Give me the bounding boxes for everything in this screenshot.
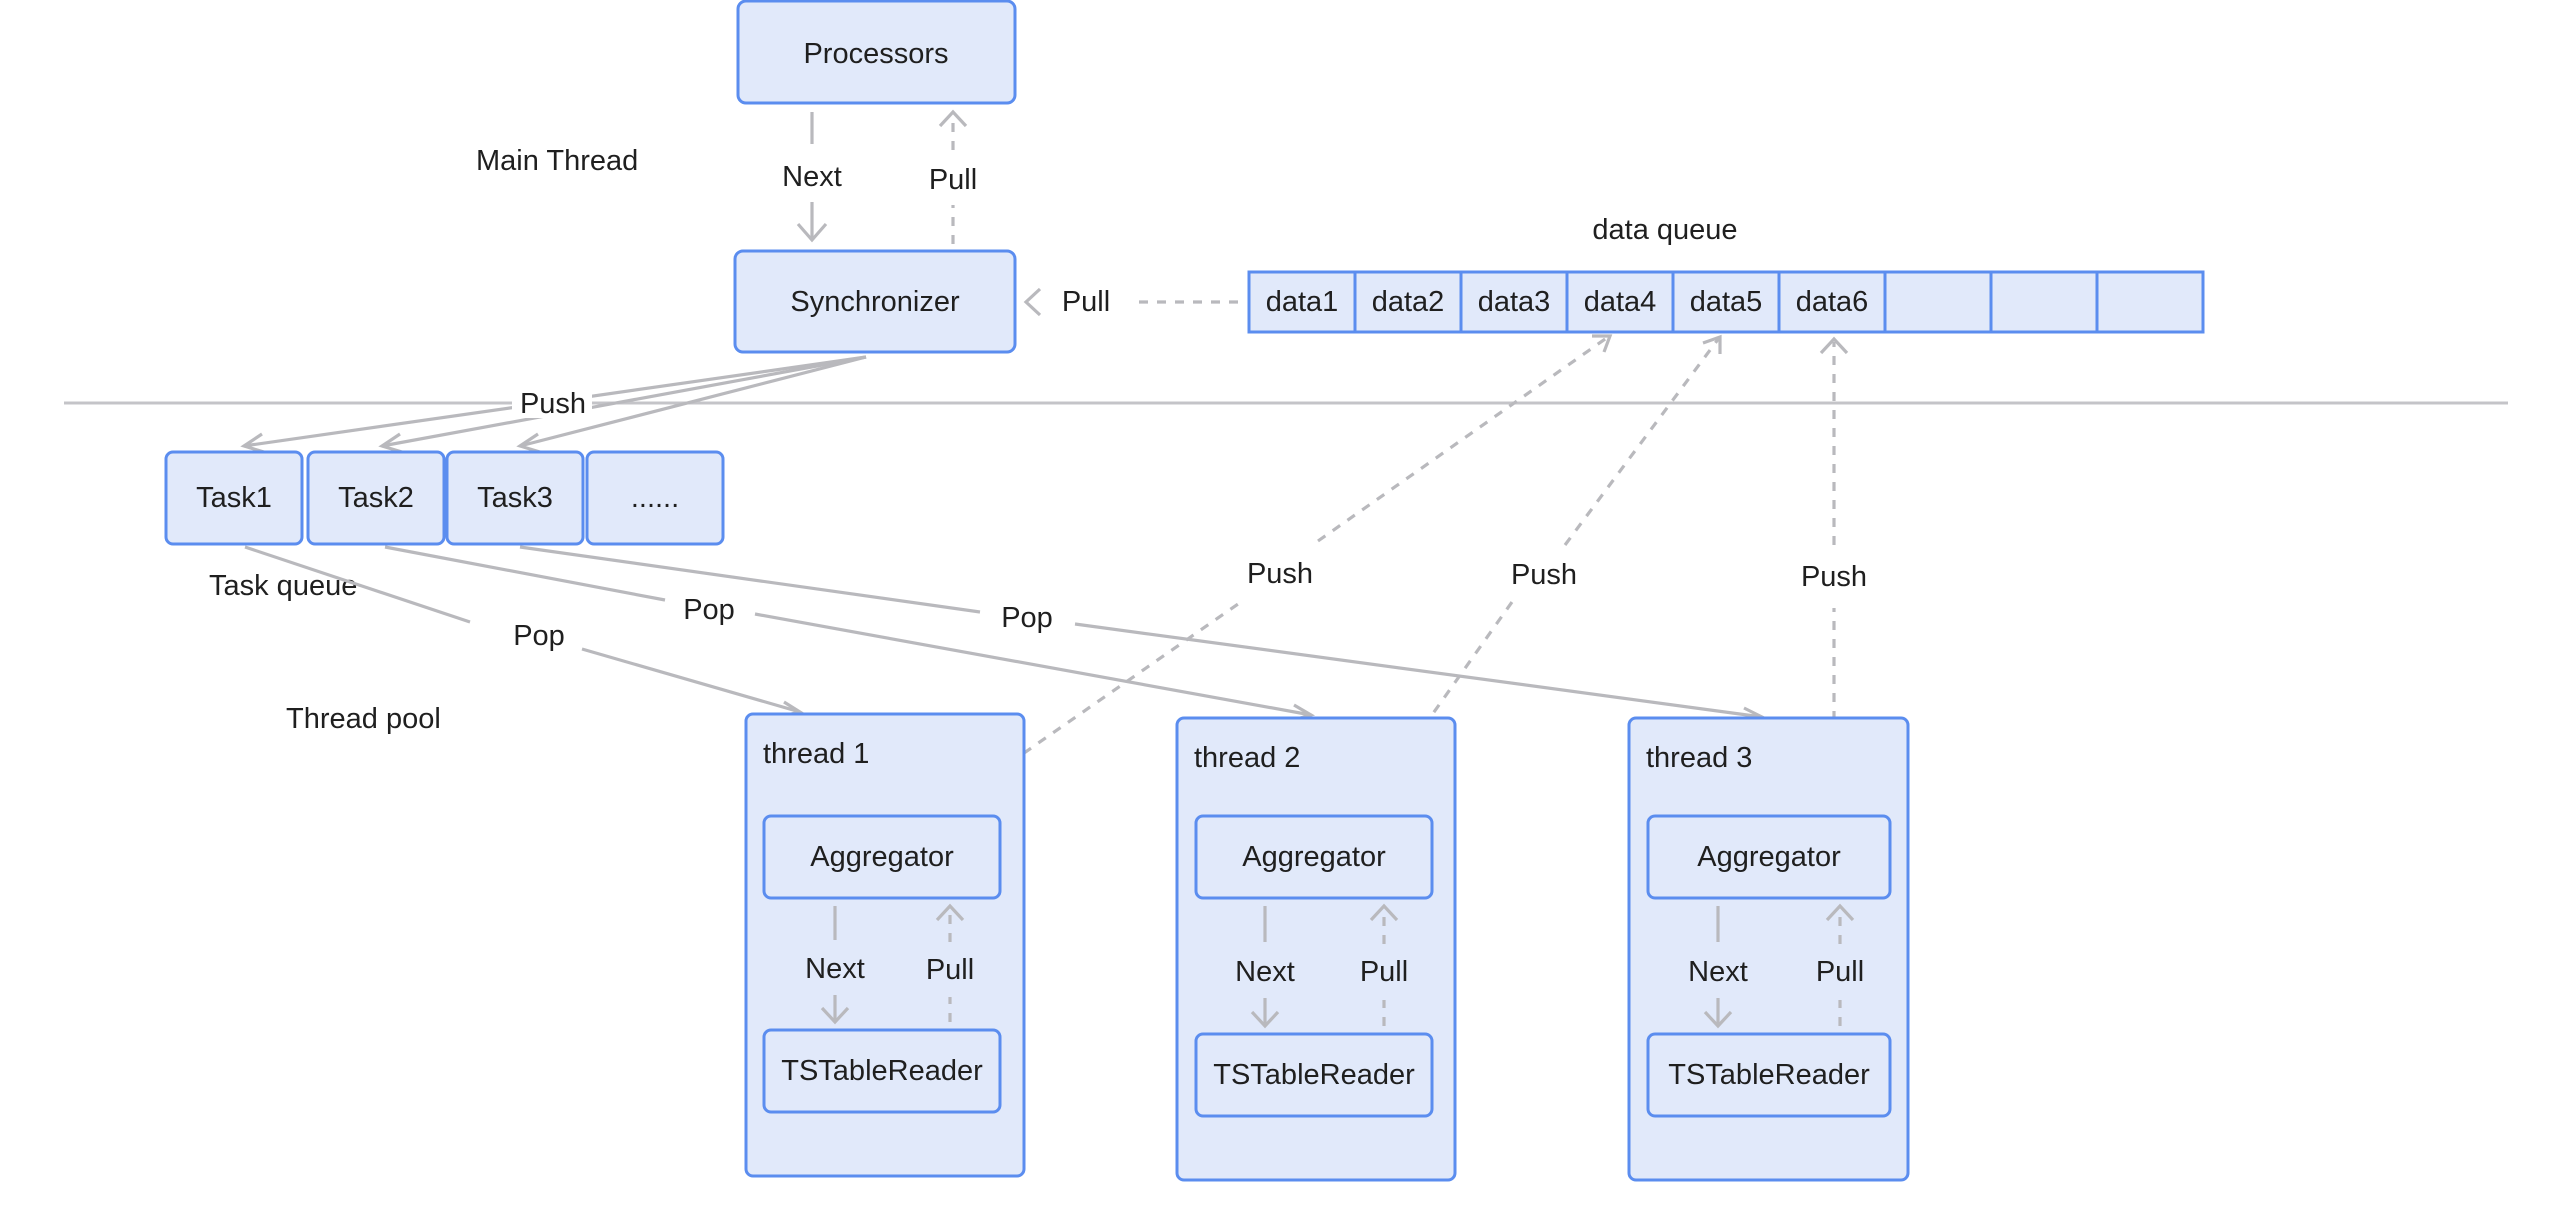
push-connector <box>1563 337 1721 546</box>
thread-pool-label: Thread pool <box>286 703 441 735</box>
thread-1: thread 1 Aggregator TSTableReader Next P… <box>744 712 1026 1178</box>
push-label: Push <box>1247 558 1313 590</box>
next-label: Next <box>805 953 865 985</box>
push-connector <box>381 355 867 448</box>
pop-connector <box>384 545 666 602</box>
reader-label: TSTableReader <box>781 1055 983 1087</box>
pull-arrowhead <box>938 109 968 128</box>
pop-connector <box>244 545 471 624</box>
push-arrowhead <box>516 432 541 454</box>
push-arrowhead <box>1592 334 1613 353</box>
aggregator-box <box>762 814 1002 900</box>
thread-title: thread 2 <box>1194 742 1300 774</box>
data-queue-cell-label: data2 <box>1372 286 1445 318</box>
task-label: Task2 <box>338 482 414 514</box>
reader-label: TSTableReader <box>1668 1059 1870 1091</box>
reader-box <box>1194 1032 1434 1118</box>
push-arrowhead <box>1702 334 1722 354</box>
pop-connector <box>1074 622 1763 719</box>
task-queue: Task1 Task2 Task3...... <box>164 450 725 546</box>
push-connector <box>1317 335 1609 543</box>
main-thread-label: Main Thread <box>476 145 638 177</box>
task-label: ...... <box>631 482 679 514</box>
next-label: Next <box>1235 956 1295 988</box>
reader-box <box>762 1028 1002 1114</box>
push-label: Push <box>1801 561 1867 593</box>
aggregator-label: Aggregator <box>1697 841 1841 873</box>
pull-label: Pull <box>929 164 977 196</box>
task-label: Task3 <box>477 482 553 514</box>
synchronizer-label: Synchronizer <box>790 286 960 318</box>
next-arrowhead <box>1250 1010 1280 1029</box>
task-box <box>585 450 725 546</box>
task-box <box>164 450 304 546</box>
queue-pull-label: Pull <box>1062 286 1110 318</box>
task-box <box>306 450 446 546</box>
data-queue-cell <box>1989 270 2099 334</box>
aggregator-box <box>1194 814 1434 900</box>
thread-2: thread 2 Aggregator TSTableReader Next P… <box>1175 716 1457 1182</box>
processors-box: Processors <box>736 0 1017 105</box>
push-label: Push <box>1511 559 1577 591</box>
reader-label: TSTableReader <box>1213 1059 1415 1091</box>
thread-3: thread 3 Aggregator TSTableReader Next P… <box>1627 716 1910 1182</box>
pull-arrowhead <box>1825 903 1855 922</box>
data-queue-cell-label: data1 <box>1266 286 1339 318</box>
data-queue: data1 data2 data3 data4 data5 data6 <box>1247 270 2205 334</box>
task-box <box>445 450 585 546</box>
pop-connector <box>581 647 801 714</box>
pop-label: Pop <box>513 620 565 652</box>
task-label: Task1 <box>196 482 272 514</box>
synchronizer-box: Synchronizer <box>733 249 1017 354</box>
next-arrowhead <box>796 222 828 243</box>
data-queue-cell <box>1565 270 1675 334</box>
push-arrowhead <box>378 432 403 454</box>
data-queue-cell <box>1883 270 1993 334</box>
aggregator-label: Aggregator <box>810 841 954 873</box>
data-queue-cell <box>1671 270 1781 334</box>
task-queue-label: Task queue <box>209 570 357 602</box>
pull-label: Pull <box>926 954 974 986</box>
push-arrowhead <box>240 432 265 454</box>
data-queue-cell-label: data3 <box>1478 286 1551 318</box>
pop-label: Pop <box>1001 602 1053 634</box>
pop-connector <box>519 545 981 614</box>
pull-arrowhead <box>935 903 965 922</box>
thread-title: thread 3 <box>1646 742 1752 774</box>
data-queue-cell <box>2095 270 2205 334</box>
next-label: Next <box>1688 956 1748 988</box>
pop-label: Pop <box>683 594 735 626</box>
next-label: Next <box>782 161 842 193</box>
queue-pull-arrowhead <box>1023 287 1042 317</box>
next-arrowhead <box>1703 1010 1733 1029</box>
data-queue-cell-label: data4 <box>1584 286 1657 318</box>
push-arrowhead <box>1819 336 1849 355</box>
reader-box <box>1646 1032 1892 1118</box>
push-connector <box>519 355 867 448</box>
data-queue-cell <box>1247 270 1357 334</box>
pull-arrowhead <box>1369 903 1399 922</box>
push-label: Push <box>520 388 586 420</box>
pull-label: Pull <box>1816 956 1864 988</box>
data-queue-label: data queue <box>1592 214 1737 246</box>
data-queue-cell-label: data6 <box>1796 286 1869 318</box>
next-arrowhead <box>820 1006 850 1025</box>
processors-label: Processors <box>803 38 948 70</box>
pull-label: Pull <box>1360 956 1408 988</box>
pop-connector <box>754 612 1312 717</box>
data-queue-cell <box>1353 270 1463 334</box>
aggregator-box <box>1646 814 1892 900</box>
aggregator-label: Aggregator <box>1242 841 1386 873</box>
thread-title: thread 1 <box>763 738 869 770</box>
data-queue-cell <box>1777 270 1887 334</box>
data-queue-cell-label: data5 <box>1690 286 1763 318</box>
